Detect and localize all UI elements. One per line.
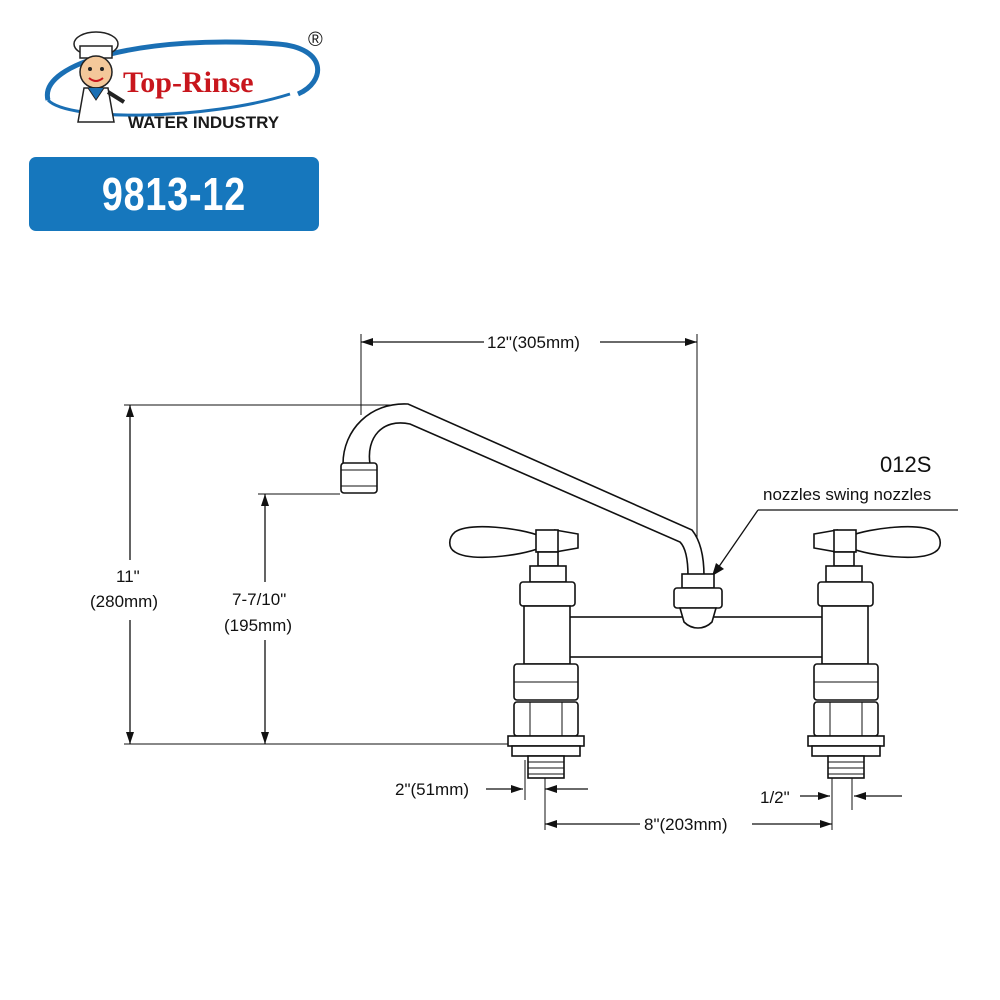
chef-mascot-icon [73, 31, 126, 123]
brand-name: Top-Rinse [123, 66, 254, 99]
dim-spout-reach: 12"(305mm) [487, 333, 580, 352]
dim-center-spacing: 8"(203mm) [644, 815, 728, 834]
brand-subtitle: WATER INDUSTRY [128, 113, 280, 132]
dim-spout-height-mm: (195mm) [224, 616, 292, 635]
dim-thread-size: 1/2" [760, 788, 790, 807]
right-valve [807, 525, 942, 779]
dim-height-mm: (280mm) [90, 592, 158, 611]
part-note: nozzles swing nozzles [763, 485, 931, 504]
registered-mark: ® [308, 29, 323, 51]
left-valve [448, 525, 585, 779]
dim-spout-height-in: 7-7/10" [232, 590, 286, 609]
dim-shank-width: 2"(51mm) [395, 780, 469, 799]
top-rinse-logo: Top-Rinse WATER INDUSTRY ® [44, 29, 323, 132]
logo-swoosh-icon [44, 39, 321, 101]
spout-nut [673, 573, 723, 629]
model-number-banner: 9813-12 [29, 157, 319, 231]
part-code: 012S [880, 452, 931, 477]
model-number: 9813-12 [101, 168, 247, 220]
dim-height-in: 11" [116, 567, 140, 586]
